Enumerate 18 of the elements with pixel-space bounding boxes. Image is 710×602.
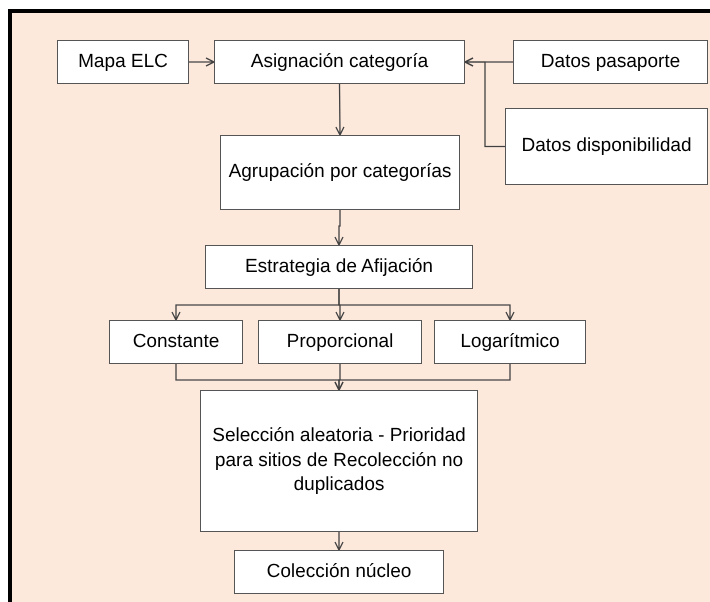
process-box: Estrategia de Afijación [205, 245, 473, 289]
process-box: Proporcional [258, 320, 422, 364]
process-box: Constante [109, 320, 243, 364]
process-box: Agrupación por categorías [220, 135, 460, 210]
process-box: Asignación categoría [214, 40, 465, 84]
arrow [334, 364, 511, 391]
arrow [189, 57, 215, 67]
arrow [338, 289, 515, 321]
process-box: Logarítmico [434, 320, 586, 364]
process-box: Selección aleatoria - Prioridad para sitios de Recolección no duplicados [200, 390, 478, 532]
process-box: Colección núcleo [234, 550, 444, 594]
arrow [335, 84, 345, 136]
process-box: Mapa ELC [57, 40, 189, 84]
process-box: Datos pasaporte [513, 40, 708, 84]
arrow [334, 532, 344, 551]
arrow [464, 57, 505, 148]
arrow [334, 210, 344, 246]
process-box: Datos disponibilidad [505, 108, 708, 185]
